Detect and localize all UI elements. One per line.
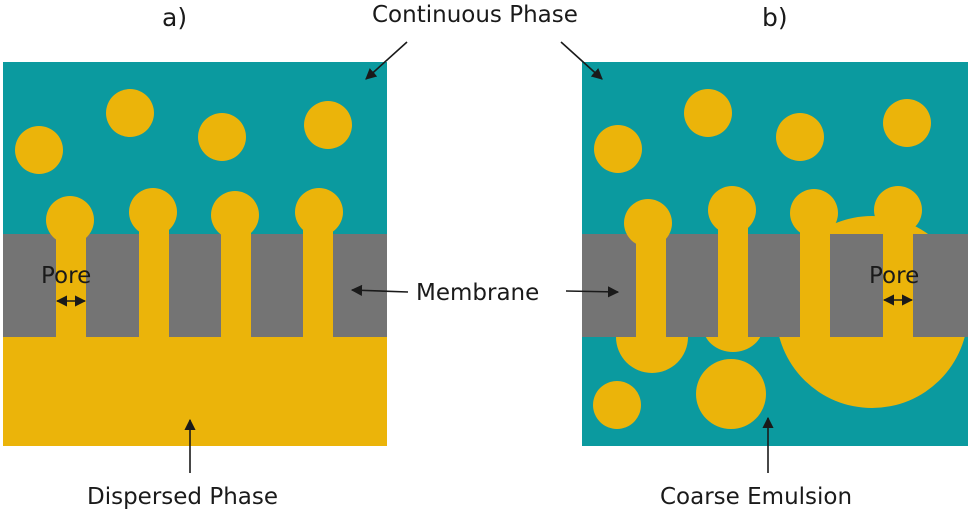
- forming-droplet-a4: [295, 188, 343, 236]
- continuous-phase-label: Continuous Phase: [372, 2, 578, 28]
- droplet-b5: [593, 381, 641, 429]
- droplet-b6: [696, 359, 766, 429]
- pore-channel-b2: [718, 228, 748, 338]
- pore-channel-a1: [56, 228, 86, 340]
- panel-a: a) Pore Dispersed Phase: [3, 3, 409, 510]
- forming-droplet-a2: [129, 188, 177, 236]
- continuous-phase-pointer-a: [365, 41, 408, 80]
- pore-label-b: Pore: [869, 263, 919, 289]
- pore-channel-b4: [883, 228, 913, 338]
- dispersed-phase-label: Dispersed Phase: [87, 484, 278, 510]
- membrane-label: Membrane: [416, 280, 539, 306]
- pore-channel-a2: [139, 228, 169, 340]
- droplet-a1: [15, 126, 63, 174]
- pore-channel-a4: [303, 228, 333, 340]
- pore-channel-a3: [221, 228, 251, 340]
- forming-droplet-b1: [624, 199, 672, 247]
- droplet-a4: [304, 101, 352, 149]
- panel-a-letter: a): [162, 3, 187, 32]
- panel-b: b) Pore Coarse Emulsion: [565, 3, 968, 510]
- droplet-b3: [776, 113, 824, 161]
- droplet-b2: [684, 89, 732, 137]
- droplet-a3: [198, 113, 246, 161]
- pore-channel-b3: [800, 228, 830, 338]
- membrane-pointer-a: [350, 284, 409, 296]
- forming-droplet-b4: [874, 186, 922, 234]
- droplet-b1: [594, 125, 642, 173]
- continuous-phase-pointer-b: [560, 41, 603, 80]
- coarse-emulsion-label: Coarse Emulsion: [660, 484, 852, 510]
- forming-droplet-b3: [790, 189, 838, 237]
- forming-droplet-a1: [46, 196, 94, 244]
- droplet-b4: [883, 99, 931, 147]
- membrane-pointer-b: [565, 286, 620, 298]
- pore-label-a: Pore: [41, 263, 91, 289]
- panel-b-letter: b): [762, 3, 788, 32]
- forming-droplet-b2: [708, 186, 756, 234]
- forming-droplet-a3: [211, 191, 259, 239]
- dispersed-phase-reservoir: [3, 337, 387, 446]
- droplet-a2: [106, 89, 154, 137]
